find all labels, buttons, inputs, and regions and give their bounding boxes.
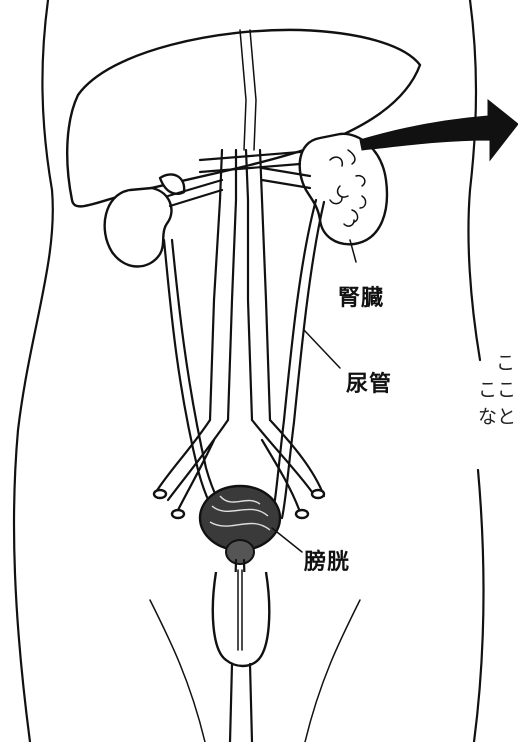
penis	[213, 572, 269, 666]
side-text-line-1: こ	[496, 348, 515, 375]
leader-bladder	[272, 528, 302, 552]
body-outline-left	[14, 0, 53, 742]
vena-cava	[246, 150, 252, 420]
label-kidney: 腎臓	[338, 280, 384, 312]
iliac-end-1	[154, 490, 166, 498]
kidney-right-view	[300, 134, 387, 244]
adrenal-left	[160, 174, 184, 193]
label-bladder: 膀胱	[304, 544, 350, 576]
aorta-2	[228, 150, 236, 420]
shaft-lower	[230, 664, 252, 742]
prostate	[226, 540, 254, 564]
iliac-end-2	[172, 510, 184, 518]
side-text-line-2: ここ	[478, 375, 516, 402]
iliac-right-2	[270, 420, 324, 496]
ureter-right-2	[282, 202, 324, 518]
iliac-end-3	[312, 490, 324, 498]
body-outline-right-lower	[474, 470, 484, 742]
body-outline-right	[468, 0, 480, 360]
kidney-left-view	[105, 188, 172, 267]
groin-right	[305, 600, 360, 742]
side-text-line-3: なと	[478, 402, 516, 429]
groin-left	[150, 600, 205, 742]
leader-ureter	[304, 330, 340, 368]
iliac-end-4	[296, 510, 308, 518]
label-ureter: 尿管	[346, 366, 392, 398]
vena-cava-2	[260, 150, 270, 420]
